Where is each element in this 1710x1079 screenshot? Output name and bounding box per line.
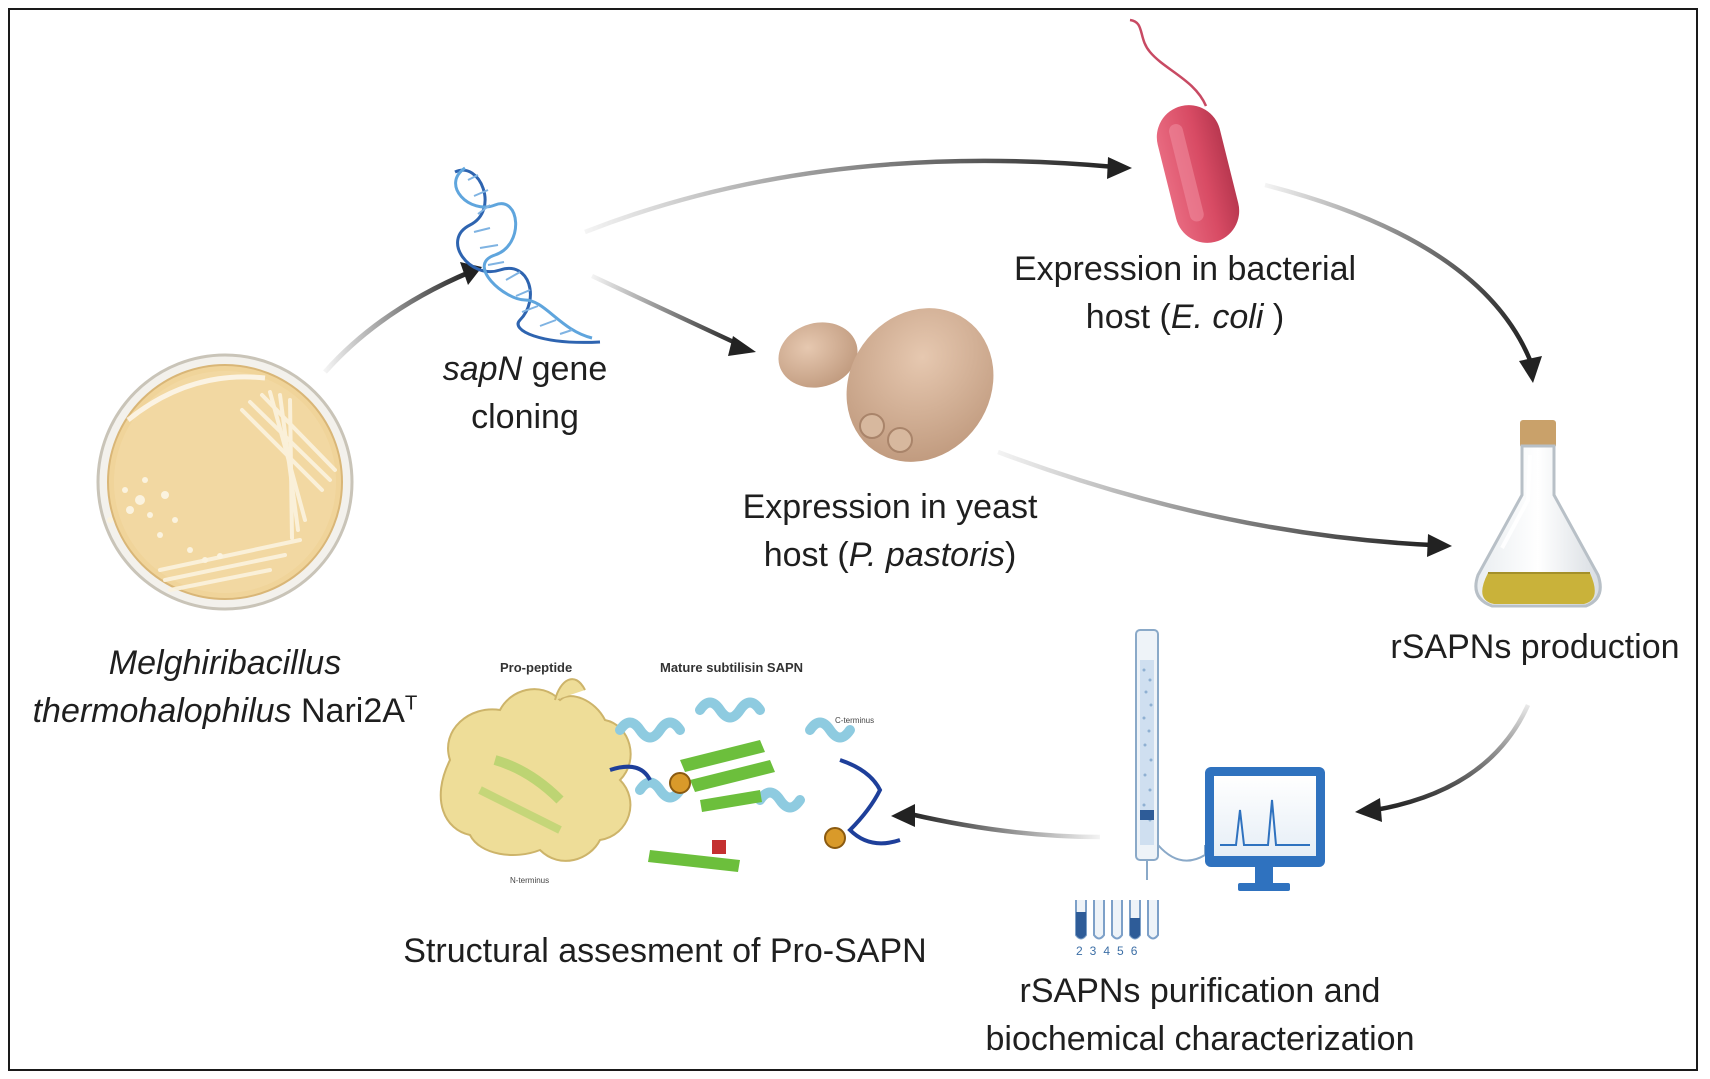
gene-name: sapN	[442, 350, 523, 388]
yeast-icon	[778, 308, 994, 462]
mature-label: Mature subtilisin SAPN	[660, 660, 804, 675]
yeast-host: P. pastoris	[848, 535, 1005, 574]
c-terminus-label: C-terminus	[835, 716, 875, 725]
gene-cloning-line2: cloning	[471, 397, 579, 436]
chromatography-column-icon	[1135, 629, 1206, 880]
flask-icon	[1474, 420, 1602, 608]
propeptide-label: Pro-peptide	[500, 660, 573, 675]
yeast-host-prefix: host (	[763, 535, 849, 574]
arrow-flask-to-purification	[1355, 704, 1531, 822]
arrow-purification-to-structure	[891, 804, 1101, 840]
organism-genus: Melghiribacillus	[108, 644, 342, 682]
arrow-bacteria-to-flask	[1264, 182, 1542, 383]
purification-line2: biochemical characterization	[985, 1019, 1415, 1058]
structure-label: Structural assesment of Pro-SAPN	[403, 932, 927, 970]
bacterial-expression-label: Expression in bacterial host (E. coli )	[1000, 246, 1370, 341]
organism-label: Melghiribacillus thermohalophilus Nari2A…	[20, 640, 430, 735]
purification-label: rSAPNs purification and biochemical char…	[960, 968, 1440, 1063]
figure-frame	[8, 8, 1698, 1071]
organism-species-line: thermohalophilus Nari2AT	[20, 688, 430, 736]
yeast-expression-label: Expression in yeast host (P. pastoris)	[720, 484, 1060, 579]
bacterial-host: E. coli	[1170, 297, 1264, 336]
arrow-gene-to-yeast	[591, 273, 756, 356]
purification-line1: rSAPNs purification and	[1019, 972, 1381, 1010]
bacterium-icon	[1129, 18, 1240, 243]
protein-structure-icon	[439, 678, 901, 872]
arrow-gene-to-bacteria	[584, 157, 1132, 235]
bacterial-expression-line1: Expression in bacterial	[1013, 250, 1357, 288]
bacterial-host-suffix: )	[1263, 297, 1285, 336]
yeast-expression-line2: host (P. pastoris)	[720, 532, 1060, 580]
petri-dish-icon	[96, 353, 354, 611]
gene-suffix: gene	[522, 350, 608, 388]
yeast-expression-line1: Expression in yeast	[742, 488, 1038, 526]
organism-strain-superscript: T	[404, 692, 418, 715]
tube-numbers: 23456	[1076, 944, 1145, 958]
yeast-host-suffix: )	[1004, 535, 1017, 574]
organism-strain: Nari2A	[300, 691, 405, 730]
gene-cloning-line1: sapN gene	[420, 346, 630, 394]
dna-helix-icon	[454, 166, 601, 344]
bacterial-host-prefix: host (	[1085, 297, 1171, 336]
monitor-chromatogram-icon	[1205, 767, 1325, 891]
gene-cloning-label: sapN gene cloning	[420, 346, 630, 441]
production-label: rSAPNs production	[1390, 628, 1680, 666]
test-tubes-icon	[1075, 900, 1159, 940]
organism-species: thermohalophilus	[32, 691, 292, 730]
arrow-yeast-to-flask	[997, 449, 1452, 557]
bacterial-expression-line2: host (E. coli )	[1000, 294, 1370, 342]
n-terminus-label: N-terminus	[510, 876, 550, 885]
